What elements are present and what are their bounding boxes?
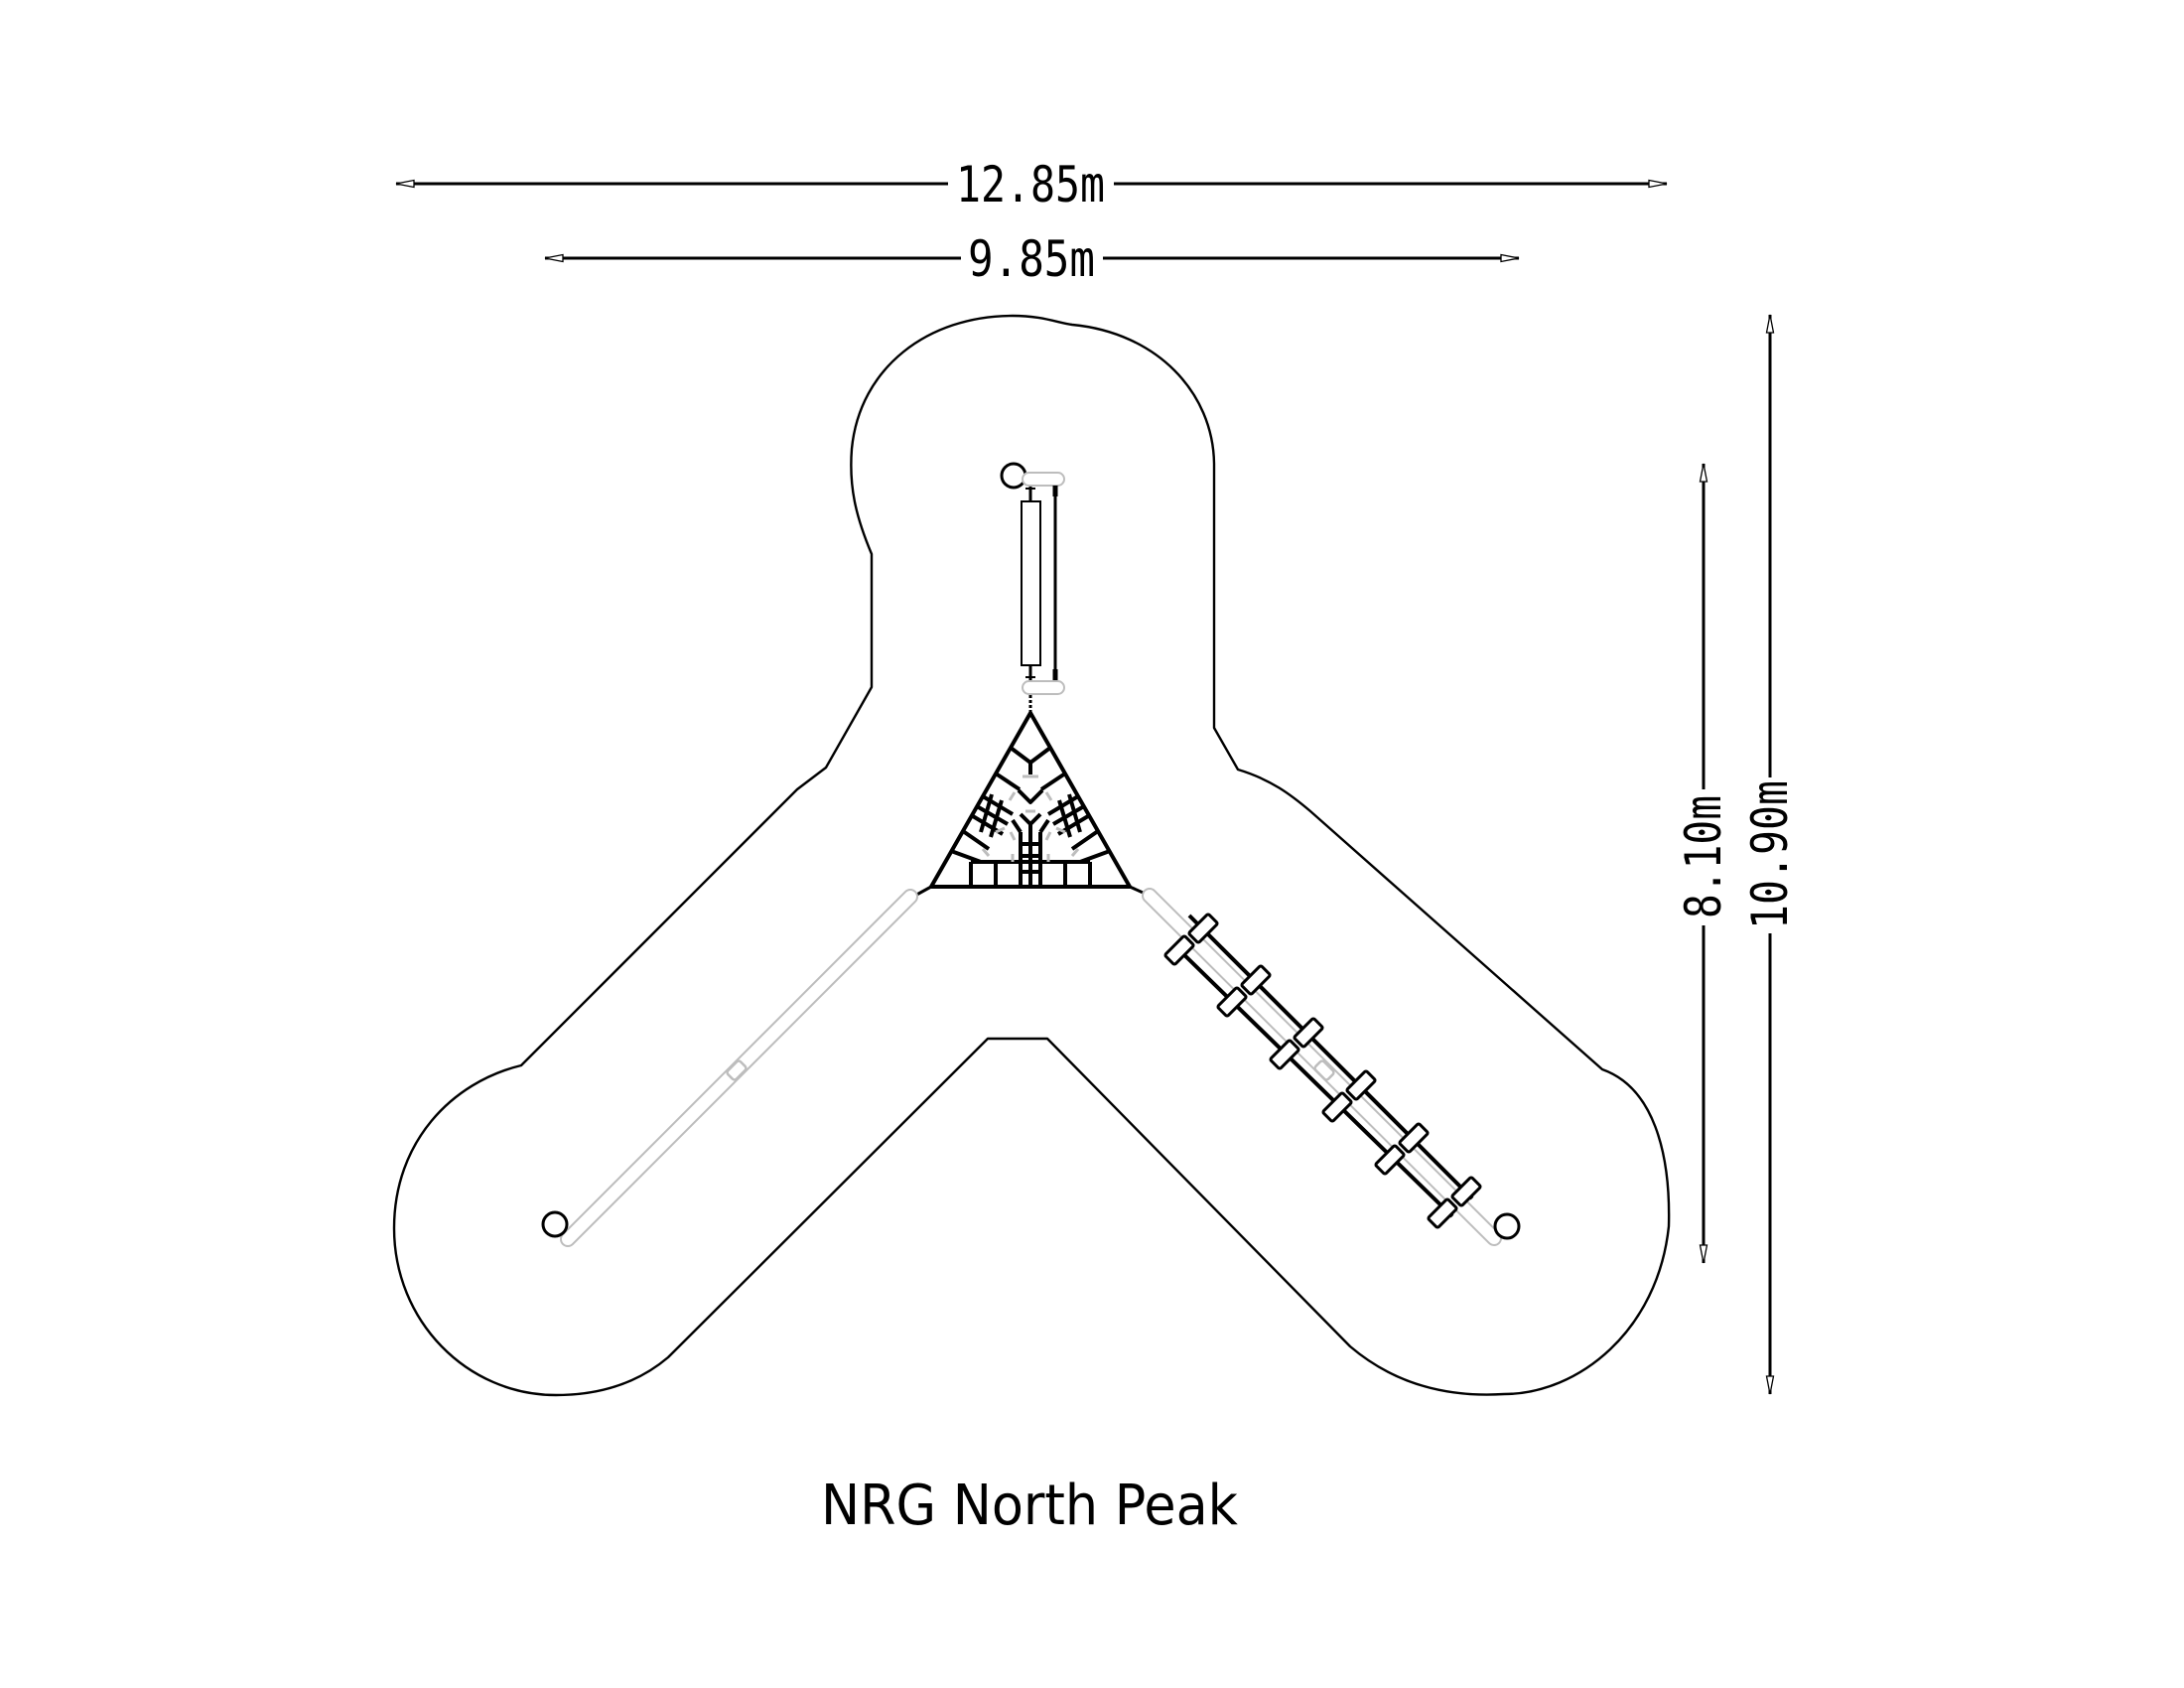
southeast-arm-assembly [1129, 885, 1521, 1246]
north-arm-assembly [1000, 462, 1065, 713]
drawing-title: NRG North Peak [821, 1474, 1239, 1538]
net-web [979, 793, 1004, 838]
net-web [969, 862, 1092, 887]
net-web [1009, 746, 1052, 765]
net-connectors [981, 774, 1080, 862]
net-web [961, 829, 1100, 851]
dimension-label-overall-depth: 10.90m [1741, 780, 1799, 929]
ladder-rail-upper [1187, 914, 1474, 1200]
dimension-equipment-depth: 8.10m [1675, 463, 1732, 1264]
dimension-label-equipment-width: 9.85m [968, 230, 1095, 288]
net-web [1017, 788, 1044, 804]
net-web [1011, 812, 1050, 834]
bottom-crossbar [1022, 680, 1065, 695]
post-circle [541, 1210, 569, 1238]
dimension-label-equipment-depth: 8.10m [1675, 795, 1732, 918]
dimension-equipment-width: 9.85m [544, 230, 1520, 288]
climbing-tube [1021, 500, 1041, 666]
net-web [994, 772, 1067, 791]
top-crossbar [1022, 472, 1065, 487]
ladder-clamps [1163, 913, 1482, 1229]
ladder-rail-lower [1172, 943, 1454, 1218]
tube-joint [1313, 1059, 1335, 1081]
dimension-label-overall-width: 12.85m [956, 156, 1105, 213]
safety-zone-outline [392, 314, 1671, 1397]
net-web [1057, 793, 1082, 838]
southwest-arm-assembly [541, 885, 932, 1247]
climbing-net [929, 711, 1132, 889]
net-web [1021, 842, 1040, 874]
tube-joint [726, 1059, 748, 1081]
post-circle [1493, 1212, 1521, 1240]
dimension-overall-width: 12.85m [395, 156, 1668, 213]
post-circle [1000, 462, 1027, 490]
dimension-overall-depth: 10.90m [1741, 314, 1799, 1395]
